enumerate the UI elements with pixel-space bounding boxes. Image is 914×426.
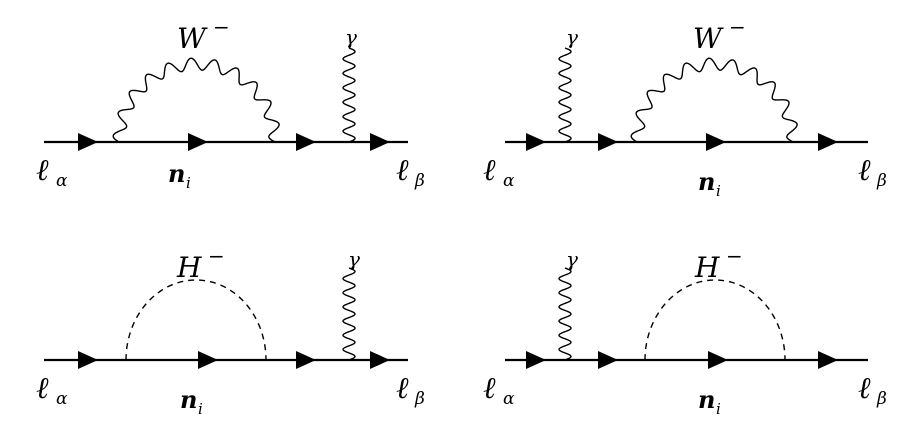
internal-neutrino-index: i <box>186 174 191 192</box>
diagram-w-photon-right: ℓ α n i ℓ β W − γ <box>36 15 425 192</box>
photon-label: γ <box>566 25 578 49</box>
diagram-h-photon-right: ℓ α n i ℓ β H − γ <box>36 244 425 418</box>
diagram-w-photon-left: ℓ α n i ℓ β W − γ <box>483 15 887 200</box>
photon-propagator <box>342 267 356 361</box>
outgoing-lepton-label: ℓ <box>858 371 871 406</box>
higgs-propagator <box>125 279 267 361</box>
arrow-outgoing <box>370 133 390 151</box>
higgs-propagator <box>644 279 786 361</box>
arrow-incoming <box>78 351 98 369</box>
internal-neutrino-label: n <box>168 159 185 188</box>
higgs-label: H <box>694 251 720 284</box>
internal-neutrino-label: n <box>698 385 715 414</box>
w-boson-propagator <box>630 57 798 143</box>
outgoing-lepton-label: ℓ <box>396 371 409 406</box>
w-boson-label: W <box>177 22 208 55</box>
arrow-outgoing <box>818 351 838 369</box>
outgoing-lepton-index: β <box>414 389 425 409</box>
w-boson-label: W <box>693 22 724 55</box>
higgs-label: H <box>176 251 202 284</box>
photon-label: γ <box>348 247 360 271</box>
diagram-h-photon-left: ℓ α n i ℓ β H − γ <box>483 244 887 418</box>
arrow-outgoing <box>818 133 838 151</box>
photon-propagator <box>558 47 572 143</box>
incoming-lepton-label: ℓ <box>483 153 496 188</box>
incoming-lepton-label: ℓ <box>36 153 49 188</box>
w-boson-propagator <box>112 57 280 143</box>
arrow-internal <box>198 351 218 369</box>
internal-neutrino-index: i <box>716 182 721 200</box>
outgoing-lepton-index: β <box>876 171 887 191</box>
incoming-lepton-index: α <box>56 389 68 409</box>
arrow-internal <box>706 133 726 151</box>
w-boson-charge: − <box>213 15 230 39</box>
outgoing-lepton-index: β <box>876 389 887 409</box>
arrow-between <box>296 351 316 369</box>
internal-neutrino-label: n <box>180 385 197 414</box>
internal-neutrino-label: n <box>698 167 715 196</box>
arrow-between <box>296 133 316 151</box>
incoming-lepton-index: α <box>56 171 68 191</box>
incoming-lepton-label: ℓ <box>483 371 496 406</box>
arrow-incoming <box>526 133 546 151</box>
outgoing-lepton-label: ℓ <box>396 153 409 188</box>
photon-label: γ <box>566 247 578 271</box>
photon-propagator <box>558 267 572 361</box>
photon-label: γ <box>345 25 357 49</box>
incoming-lepton-index: α <box>503 389 515 409</box>
higgs-charge: − <box>726 244 743 268</box>
incoming-lepton-index: α <box>503 171 515 191</box>
arrow-incoming <box>78 133 98 151</box>
internal-neutrino-index: i <box>716 400 721 418</box>
arrow-internal <box>188 133 208 151</box>
arrow-internal <box>708 351 728 369</box>
internal-neutrino-index: i <box>198 400 203 418</box>
arrow-between <box>598 133 618 151</box>
incoming-lepton-label: ℓ <box>36 371 49 406</box>
arrow-incoming <box>526 351 546 369</box>
higgs-charge: − <box>208 244 225 268</box>
arrow-outgoing <box>370 351 390 369</box>
outgoing-lepton-label: ℓ <box>858 153 871 188</box>
photon-propagator <box>342 47 356 143</box>
arrow-between <box>598 351 618 369</box>
outgoing-lepton-index: β <box>414 171 425 191</box>
w-boson-charge: − <box>729 15 746 39</box>
